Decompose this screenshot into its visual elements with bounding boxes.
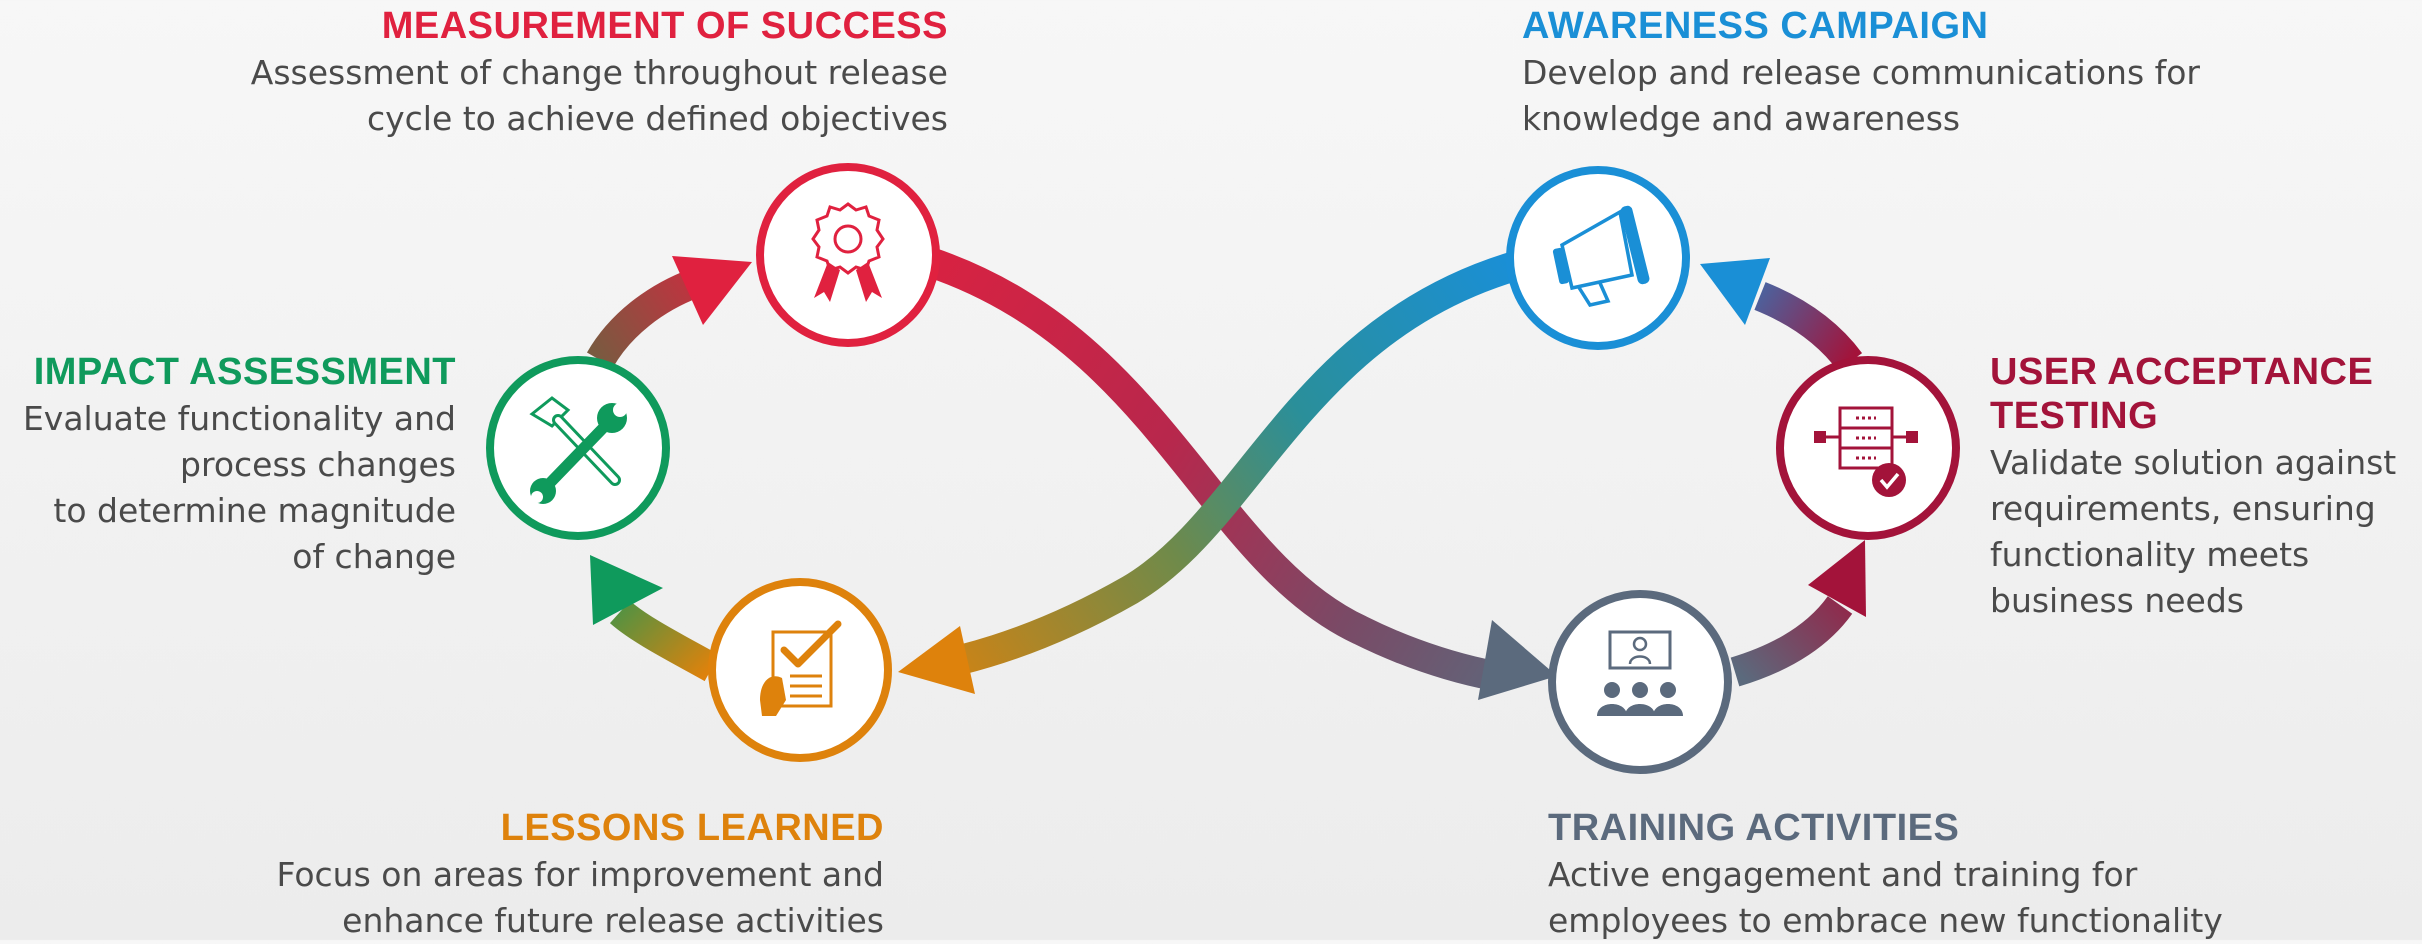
uat-title-line1: USER ACCEPTANCE [1990,351,2374,393]
flow-measurement-to-training [925,247,1498,691]
awareness-node [1506,166,1690,350]
training-title: TRAINING ACTIVITIES [1548,807,1960,849]
measurement-desc-line2: cycle to achieve defined objectives [366,99,948,138]
awareness-text-block: AWARENESS CAMPAIGN Develop and release c… [1522,4,2282,142]
impact-title: IMPACT ASSESSMENT [33,351,456,393]
flow-training-to-uat [1730,595,1853,687]
impact-desc-line4: of change [292,537,456,576]
presentation-audience-icon [1597,630,1683,716]
hammer-wrench-icon [529,396,627,504]
measurement-node [756,163,940,347]
lessons-description: Focus on areas for improvement and enhan… [164,852,884,944]
training-text-block: TRAINING ACTIVITIES Active engagement an… [1548,806,2328,944]
measurement-text-block: MEASUREMENT OF SUCCESS Assessment of cha… [228,4,948,142]
arrowhead-to-lessons [898,626,975,694]
impact-text-block: IMPACT ASSESSMENT Evaluate functionality… [0,350,456,580]
checklist-icon [760,620,842,716]
flow-uat-to-awareness [1754,282,1863,372]
uat-text-block: USER ACCEPTANCE TESTING Validate solutio… [1990,350,2420,624]
arrowhead-to-awareness [1700,258,1770,325]
lessons-desc-line2: enhance future release activities [342,901,884,940]
flow-lessons-to-impact [609,600,720,682]
lessons-node [708,578,892,762]
megaphone-icon [1552,205,1650,307]
award-ribbon-icon [811,202,885,302]
server-check-icon [1814,406,1918,497]
measurement-title: MEASUREMENT OF SUCCESS [381,5,948,47]
flow-awareness-to-lessons [956,251,1520,675]
awareness-title: AWARENESS CAMPAIGN [1522,5,1989,47]
arrowhead-to-uat [1808,540,1866,617]
impact-description: Evaluate functionality and process chang… [0,396,456,580]
measurement-description: Assessment of change throughout release … [228,50,948,142]
lessons-text-block: LESSONS LEARNED Focus on areas for impro… [164,806,884,944]
training-description: Active engagement and training for emplo… [1548,852,2328,944]
training-desc-line2: employees to embrace new functionality [1548,901,2223,940]
uat-title-line2: TESTING [1990,395,2159,437]
arrowhead-to-training [1478,620,1557,700]
uat-desc-line3: functionality meets [1990,535,2310,574]
impact-desc-line1: Evaluate functionality and [22,399,456,438]
training-node [1548,590,1732,774]
lessons-desc-line1: Focus on areas for improvement and [276,855,884,894]
uat-node [1776,356,1960,540]
uat-desc-line1: Validate solution against [1990,443,2397,482]
flow-impact-to-measurement [586,268,701,368]
lessons-title: LESSONS LEARNED [500,807,884,849]
awareness-desc-line1: Develop and release communications for [1522,53,2200,92]
impact-desc-line3: to determine magnitude [53,491,456,530]
impact-node [486,356,670,540]
uat-description: Validate solution against requirements, … [1990,440,2420,624]
measurement-desc-line1: Assessment of change throughout release [250,53,948,92]
uat-title: USER ACCEPTANCE TESTING [1990,350,2420,438]
arrowhead-to-impact [590,555,663,625]
awareness-description: Develop and release communications for k… [1522,50,2282,142]
arrowhead-to-measurement [672,256,752,325]
uat-desc-line4: business needs [1990,581,2244,620]
awareness-desc-line2: knowledge and awareness [1522,99,1961,138]
uat-desc-line2: requirements, ensuring [1990,489,2376,528]
impact-desc-line2: process changes [180,445,456,484]
training-desc-line1: Active engagement and training for [1548,855,2138,894]
